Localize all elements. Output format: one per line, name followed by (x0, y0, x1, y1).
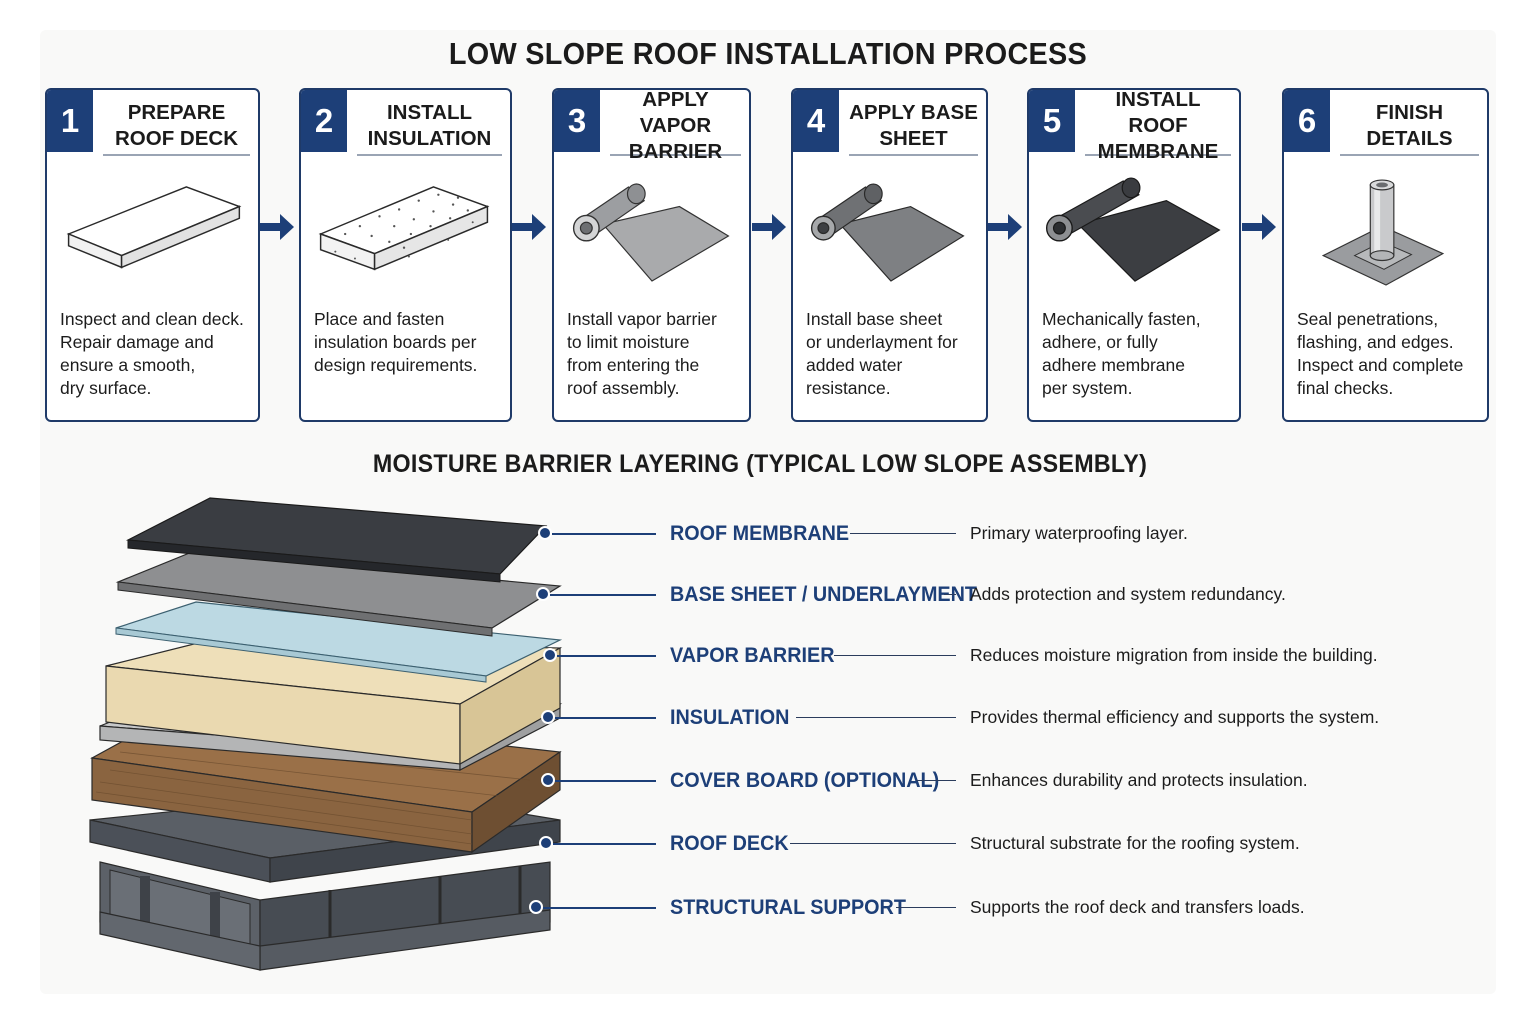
pipe-flashing-icon (1321, 179, 1445, 286)
arrow-right-icon (752, 214, 786, 240)
arrow-right-icon (988, 214, 1022, 240)
leader-line (555, 780, 656, 782)
callout-dot (541, 773, 555, 787)
callout-dot (536, 587, 550, 601)
layer-label: BASE SHEET / UNDERLAYMENT (670, 582, 978, 606)
membrane-roll-icon (1045, 177, 1221, 282)
flat-board-icon (66, 186, 242, 269)
leader-line (557, 655, 656, 657)
step-number: 5 (1029, 90, 1075, 152)
step-card-6: 6 FINISH DETAILS Seal penetrations, flas… (1282, 88, 1489, 422)
layer-label: INSULATION (670, 705, 790, 729)
vapor-barrier-layer (115, 601, 563, 683)
step-description: Install vapor barrier to limit moisture … (567, 309, 717, 398)
step-title: APPLY BASE SHEET (849, 100, 978, 156)
layer-row-vapor-barrier: VAPOR BARRIER Reduces moisture migration… (0, 635, 1536, 675)
leader-line (552, 533, 656, 535)
leader-line (550, 594, 656, 596)
layer-label: STRUCTURAL SUPPORT (670, 895, 906, 919)
step-card-4: 4 APPLY BASE SHEET Install base sheet or… (791, 88, 988, 422)
step-description: Mechanically fasten, adhere, or fully ad… (1042, 309, 1201, 398)
connector-line (850, 533, 956, 534)
layer-description: Provides thermal efficiency and supports… (970, 707, 1380, 727)
layer-label: VAPOR BARRIER (670, 643, 835, 667)
step-number: 3 (554, 90, 600, 152)
step-card-2: 2 INSTALL INSULATION Place and fasten in… (299, 88, 512, 422)
callout-dot (529, 900, 543, 914)
section-title: MOISTURE BARRIER LAYERING (TYPICAL LOW S… (372, 450, 1148, 478)
leader-line (555, 717, 656, 719)
step-title: INSTALL ROOF MEMBRANE (1085, 90, 1231, 163)
connector-line (916, 780, 956, 781)
layer-description: Supports the roof deck and transfers loa… (970, 897, 1305, 917)
step-number: 6 (1284, 90, 1330, 152)
step-title: PREPARE ROOF DECK (103, 100, 250, 156)
step-description: Install base sheet or underlayment for a… (806, 309, 958, 398)
vapor-barrier-roll-icon (572, 183, 730, 282)
layer-row-structural-support: STRUCTURAL SUPPORT Supports the roof dec… (0, 887, 1536, 927)
connector-line (834, 655, 956, 656)
layer-description: Reduces moisture migration from inside t… (970, 645, 1378, 665)
layer-description: Adds protection and system redundancy. (970, 584, 1286, 604)
insulation-board-icon (318, 186, 490, 271)
step-number: 1 (47, 90, 93, 152)
connector-line (790, 843, 956, 844)
base-sheet-layer (115, 551, 562, 637)
step-description: Seal penetrations, flashing, and edges. … (1297, 309, 1464, 398)
step-title: INSTALL INSULATION (357, 100, 502, 156)
callout-dot (543, 648, 557, 662)
layer-row-roof-deck: ROOF DECK Structural substrate for the r… (0, 823, 1536, 863)
step-title: APPLY VAPOR BARRIER (610, 90, 741, 163)
layer-label: ROOF DECK (670, 831, 789, 855)
step-card-1: 1 PREPARE ROOF DECK Inspect and clean de… (45, 88, 260, 422)
layer-row-base-sheet: BASE SHEET / UNDERLAYMENT Adds protectio… (0, 574, 1536, 614)
layer-description: Structural substrate for the roofing sys… (970, 833, 1300, 853)
leader-line (543, 907, 656, 909)
step-description: Place and fasten insulation boards per d… (314, 309, 478, 375)
callout-dot (541, 710, 555, 724)
arrow-right-icon (512, 214, 546, 240)
layer-row-cover-board: COVER BOARD (OPTIONAL) Enhances durabili… (0, 760, 1536, 800)
layer-row-insulation: INSULATION Provides thermal efficiency a… (0, 697, 1536, 737)
page-title: LOW SLOPE ROOF INSTALLATION PROCESS (448, 36, 1088, 71)
step-title: FINISH DETAILS (1340, 100, 1479, 156)
layer-stack-illustration (89, 497, 563, 971)
leader-line (553, 843, 656, 845)
step-card-3: 3 APPLY VAPOR BARRIER Install vapor barr… (552, 88, 751, 422)
arrow-right-icon (260, 214, 294, 240)
callout-dot (538, 526, 552, 540)
callout-dot (539, 836, 553, 850)
connector-line (896, 907, 956, 908)
connector-line (944, 594, 956, 595)
layer-label: COVER BOARD (OPTIONAL) (670, 768, 940, 792)
step-card-5: 5 INSTALL ROOF MEMBRANE Mechanically fas… (1027, 88, 1241, 422)
base-sheet-roll-icon (810, 183, 965, 282)
arrow-right-icon (1242, 214, 1276, 240)
step-number: 4 (793, 90, 839, 152)
layer-label: ROOF MEMBRANE (670, 521, 850, 545)
step-description: Inspect and clean deck. Repair damage an… (60, 309, 244, 398)
layer-description: Primary waterproofing layer. (970, 523, 1188, 543)
layer-description: Enhances durability and protects insulat… (970, 770, 1308, 790)
step-number: 2 (301, 90, 347, 152)
connector-line (796, 717, 956, 718)
layer-row-roof-membrane: ROOF MEMBRANE Primary waterproofing laye… (0, 513, 1536, 553)
